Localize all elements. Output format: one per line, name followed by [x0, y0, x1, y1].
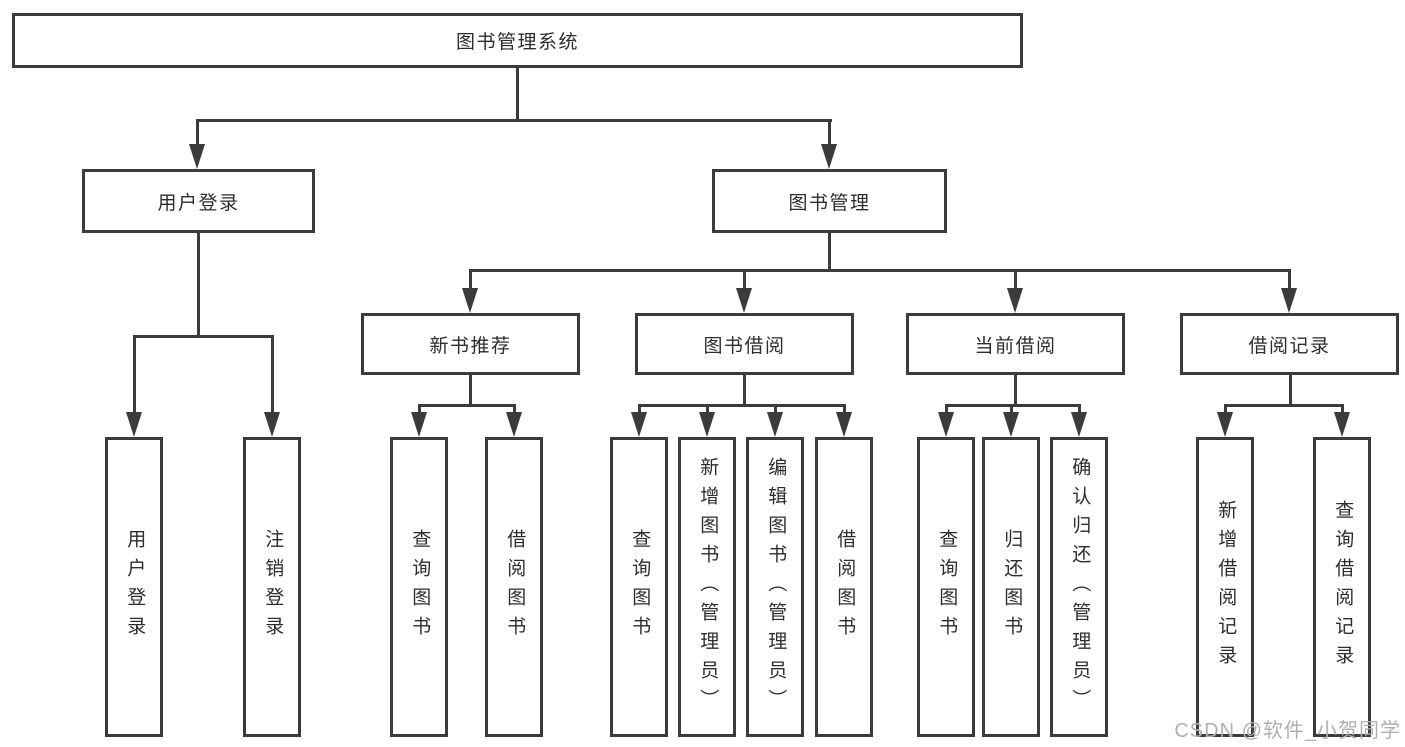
- node-label: 用户登录: [124, 529, 146, 645]
- node-br-add-record: 新增借阅记录: [1196, 437, 1254, 737]
- connector-line: [638, 404, 846, 407]
- connector-line: [469, 269, 472, 289]
- connector-line: [271, 335, 274, 415]
- connector-line: [1010, 404, 1013, 416]
- node-library-management-system: 图书管理系统: [12, 13, 1023, 68]
- node-label: 查询图书: [629, 529, 651, 645]
- connector-line: [1224, 404, 1227, 416]
- node-cb-return-book: 归还图书: [982, 437, 1040, 737]
- node-bb-add-book-admin: 新增图书（管理员）: [678, 437, 736, 737]
- node-label: 图书管理: [788, 192, 871, 214]
- connector-arrowhead: [836, 412, 852, 437]
- node-label: 图书借阅: [703, 335, 786, 357]
- node-current-borrowing: 当前借阅: [906, 313, 1125, 375]
- node-cb-confirm-return-admin: 确认归还（管理员）: [1050, 437, 1108, 737]
- connector-line: [1288, 269, 1291, 289]
- node-label: 新书推荐: [429, 335, 512, 357]
- connector-line: [828, 119, 831, 151]
- connector-line: [1014, 269, 1017, 289]
- connector-arrowhead: [767, 412, 783, 437]
- node-book-borrowing: 图书借阅: [635, 313, 854, 375]
- node-label: 查询借阅记录: [1332, 500, 1354, 674]
- connector-arrowhead: [736, 288, 752, 313]
- node-cb-query-book: 查询图书: [917, 437, 975, 737]
- connector-line: [828, 233, 831, 271]
- node-bb-edit-book-admin: 编辑图书（管理员）: [746, 437, 804, 737]
- connector-line: [1341, 404, 1344, 416]
- connector-line: [197, 233, 200, 337]
- node-bb-borrow-book: 借阅图书: [815, 437, 873, 737]
- connector-arrowhead: [1281, 288, 1297, 313]
- connector-line: [743, 269, 746, 289]
- connector-line: [1014, 375, 1017, 407]
- node-label: 注销登录: [262, 529, 284, 645]
- connector-arrowhead: [1003, 412, 1019, 437]
- node-br-query-record: 查询借阅记录: [1313, 437, 1371, 737]
- connector-line: [945, 404, 1081, 407]
- connector-line: [133, 335, 274, 338]
- connector-line: [196, 119, 832, 122]
- node-label: 用户登录: [157, 192, 240, 214]
- csdn-watermark: CSDN @软件_小贺同学: [1174, 720, 1401, 742]
- node-label: 当前借阅: [974, 335, 1057, 357]
- node-rec-query-book: 查询图书: [390, 437, 448, 737]
- connector-arrowhead: [1007, 288, 1023, 313]
- connector-line: [469, 269, 1291, 272]
- connector-line: [638, 404, 641, 416]
- connector-line: [706, 404, 709, 416]
- connector-arrowhead: [699, 412, 715, 437]
- node-label: 图书管理系统: [455, 32, 579, 53]
- connector-arrowhead: [631, 412, 647, 437]
- connector-line: [945, 404, 948, 416]
- node-label: 借阅图书: [504, 529, 526, 645]
- connector-arrowhead: [1071, 412, 1087, 437]
- connector-arrowhead: [938, 412, 954, 437]
- connector-line: [1224, 404, 1344, 407]
- node-label: 归还图书: [1001, 529, 1023, 645]
- connector-arrowhead: [189, 144, 205, 169]
- node-label: 新增借阅记录: [1215, 500, 1237, 674]
- connector-arrowhead: [821, 144, 837, 169]
- node-label: 确认归还（管理员）: [1069, 456, 1091, 718]
- connector-arrowhead: [462, 288, 478, 313]
- node-label: 查询图书: [936, 529, 958, 645]
- connector-line: [774, 404, 777, 416]
- node-bb-query-book: 查询图书: [610, 437, 668, 737]
- node-label: 借阅图书: [834, 529, 856, 645]
- node-user-login: 用户登录: [82, 169, 315, 233]
- connector-line: [1078, 404, 1081, 416]
- node-logout-login: 注销登录: [243, 437, 301, 737]
- node-label: 查询图书: [409, 529, 431, 645]
- node-borrowing-records: 借阅记录: [1180, 313, 1399, 375]
- connector-arrowhead: [506, 412, 522, 437]
- node-rec-borrow-book: 借阅图书: [485, 437, 543, 737]
- connector-arrowhead: [411, 412, 427, 437]
- connector-line: [513, 404, 516, 416]
- connector-arrowhead: [1217, 412, 1233, 437]
- node-label: 借阅记录: [1248, 335, 1331, 357]
- connector-line: [133, 335, 136, 415]
- connector-arrowhead: [264, 412, 280, 437]
- node-label: 新增图书（管理员）: [697, 456, 719, 718]
- connector-line: [1289, 375, 1292, 407]
- connector-line: [469, 375, 472, 407]
- connector-line: [843, 404, 846, 416]
- node-label: 编辑图书（管理员）: [765, 456, 787, 718]
- connector-line: [418, 404, 516, 407]
- connector-line: [196, 119, 199, 151]
- node-new-book-recommend: 新书推荐: [361, 313, 580, 375]
- node-book-management: 图书管理: [712, 169, 947, 233]
- connector-line: [418, 404, 421, 416]
- connector-line: [743, 375, 746, 407]
- node-user-login-leaf: 用户登录: [105, 437, 163, 737]
- connector-arrowhead: [1334, 412, 1350, 437]
- connector-arrowhead: [126, 412, 142, 437]
- connector-line: [516, 66, 519, 121]
